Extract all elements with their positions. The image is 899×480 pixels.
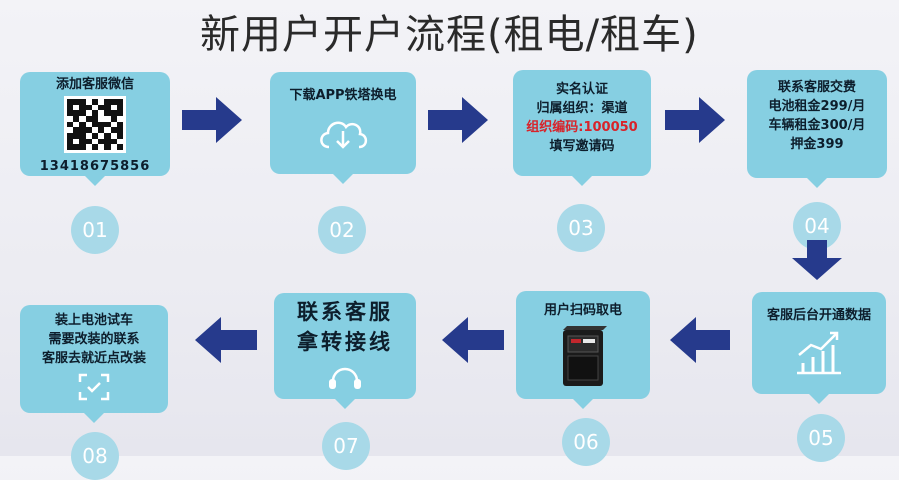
step-01-phone: 13418675856: [39, 159, 151, 174]
step-05-box: 客服后台开通数据: [752, 292, 886, 404]
step-06-number: 06: [562, 418, 610, 466]
battery-cabinet-image: [563, 326, 607, 386]
arrow-left-icon: [195, 317, 257, 363]
chart-up-icon: [797, 331, 841, 375]
step-05-label: 客服后台开通数据: [766, 308, 871, 323]
step-08-box: 装上电池试车 需要改装的联系 客服去就近点改装: [20, 305, 168, 423]
scan-icon: [78, 373, 110, 401]
step-04-line-4: 押金399: [790, 137, 844, 152]
step-07-box: 联系客服 拿转接线: [274, 293, 416, 409]
cloud-download-icon: [320, 121, 368, 149]
step-07-number: 07: [322, 422, 370, 470]
step-07-line-1: 联系客服: [297, 300, 393, 324]
qr-code: [64, 96, 126, 153]
step-04-box: 联系客服交费 电池租金299/月 车辆租金300/月 押金399: [747, 70, 887, 188]
arrow-left-icon: [442, 317, 504, 363]
step-02-label: 下载APP铁塔换电: [289, 88, 397, 103]
arrow-right-icon: [665, 97, 725, 143]
step-06-label: 用户扫码取电: [543, 303, 622, 318]
step-03-org-code: 组织编码:100050: [526, 120, 638, 135]
step-08-line-1: 装上电池试车: [54, 313, 133, 328]
step-06-box: 用户扫码取电: [516, 291, 650, 409]
step-04-line-3: 车辆租金300/月: [768, 118, 866, 133]
step-08-number: 08: [71, 432, 119, 480]
step-05-number: 05: [797, 414, 845, 462]
arrow-right-icon: [182, 97, 242, 143]
headset-icon: [329, 367, 361, 389]
arrow-left-icon: [670, 317, 730, 363]
arrow-down-icon: [792, 240, 842, 280]
step-02-box: 下载APP铁塔换电: [270, 72, 416, 184]
step-04-number: 04: [793, 202, 841, 250]
page-title: 新用户开户流程(租电/租车): [200, 12, 699, 58]
step-03-number: 03: [557, 204, 605, 252]
step-04-line-1: 联系客服交费: [777, 80, 856, 95]
step-03-line-1: 实名认证: [555, 82, 608, 97]
step-03-box: 实名认证 归属组织：渠道 组织编码:100050 填写邀请码: [513, 70, 651, 186]
step-08-line-3: 客服去就近点改装: [41, 351, 146, 366]
step-04-line-2: 电池租金299/月: [768, 99, 866, 114]
step-01-label: 添加客服微信: [55, 77, 134, 92]
arrow-right-icon: [428, 97, 488, 143]
step-01-box: 添加客服微信 13418675856: [20, 72, 170, 186]
step-03-line-2: 归属组织：渠道: [536, 101, 628, 116]
step-07-line-2: 拿转接线: [297, 330, 393, 354]
step-01-number: 01: [71, 206, 119, 254]
step-02-number: 02: [318, 206, 366, 254]
step-03-line-4: 填写邀请码: [549, 139, 615, 154]
step-08-line-2: 需要改装的联系: [48, 332, 140, 347]
